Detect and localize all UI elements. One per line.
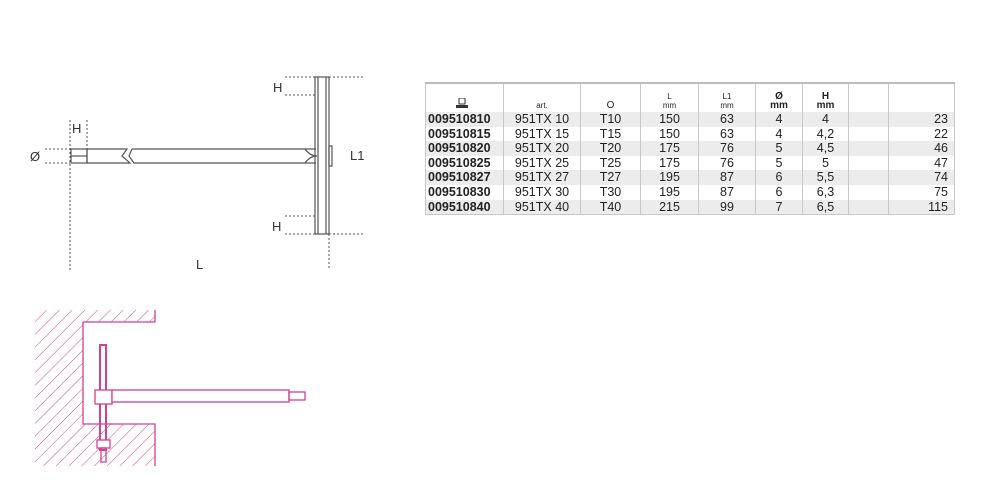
header-art: art.: [503, 83, 581, 112]
cell-H: 6,5: [802, 199, 849, 215]
technical-drawing: [45, 76, 365, 270]
cell-weight: 22: [888, 126, 955, 142]
cell-art: 951TX 10: [503, 112, 581, 127]
cell-tip: T40: [580, 199, 641, 215]
cell-tip: T30: [580, 184, 641, 200]
cell-H: 5: [802, 155, 849, 171]
cell-L1: 63: [698, 112, 756, 127]
cell-weight: 47: [888, 155, 955, 171]
cell-diam: 4: [755, 112, 803, 127]
cell-art: 951TX 27: [503, 170, 581, 185]
cell-L1: 76: [698, 141, 756, 156]
cell-code: 009510825: [425, 155, 504, 171]
header-blank: [848, 83, 889, 112]
cell-diam: 6: [755, 170, 803, 185]
cell-H: 5,5: [802, 170, 849, 185]
cell-weight: 75: [888, 184, 955, 200]
cell-diam: 6: [755, 184, 803, 200]
dim-label-diameter: Ø: [30, 149, 41, 164]
cell-blank: [848, 184, 889, 200]
cell-L1: 63: [698, 126, 756, 142]
dim-label-l1: L1: [350, 148, 365, 163]
cell-code: 009510827: [425, 170, 504, 185]
cell-H: 4,5: [802, 141, 849, 156]
cell-blank: [848, 170, 889, 185]
package-icon: [425, 83, 504, 112]
cell-diam: 7: [755, 199, 803, 215]
header-tip: O: [580, 83, 641, 112]
cell-blank: [848, 155, 889, 171]
cell-blank: [848, 141, 889, 156]
cell-H: 4,2: [802, 126, 849, 142]
cell-weight: 46: [888, 141, 955, 156]
cell-L: 150: [640, 112, 699, 127]
cell-art: 951TX 15: [503, 126, 581, 142]
cell-diam: 5: [755, 155, 803, 171]
cell-H: 4: [802, 112, 849, 127]
cell-tip: T15: [580, 126, 641, 142]
cell-code: 009510815: [425, 126, 504, 142]
cell-code: 009510830: [425, 184, 504, 200]
cell-blank: [848, 112, 889, 127]
cell-weight: 23: [888, 112, 955, 127]
cell-L: 195: [640, 170, 699, 185]
cell-H: 6,3: [802, 184, 849, 200]
cell-diam: 4: [755, 126, 803, 142]
cell-art: 951TX 30: [503, 184, 581, 200]
dim-label-h-bottom: H: [272, 219, 282, 234]
cell-art: 951TX 25: [503, 155, 581, 171]
cell-L: 215: [640, 199, 699, 215]
cell-tip: T25: [580, 155, 641, 171]
cell-weight: 115: [888, 199, 955, 215]
cell-L: 150: [640, 126, 699, 142]
cell-L1: 87: [698, 184, 756, 200]
cell-art: 951TX 40: [503, 199, 581, 215]
cell-tip: T27: [580, 170, 641, 185]
cell-art: 951TX 20: [503, 141, 581, 156]
cell-L1: 76: [698, 155, 756, 171]
cell-blank: [848, 126, 889, 142]
cell-L: 195: [640, 184, 699, 200]
cell-tip: T10: [580, 112, 641, 127]
cell-L1: 87: [698, 170, 756, 185]
cell-L1: 99: [698, 199, 756, 215]
cell-code: 009510840: [425, 199, 504, 215]
dim-label-h-top: H: [273, 80, 283, 95]
cell-code: 009510820: [425, 141, 504, 156]
cell-diam: 5: [755, 141, 803, 156]
usage-illustration: [35, 310, 306, 466]
cell-weight: 74: [888, 170, 955, 185]
cell-L: 175: [640, 155, 699, 171]
dim-label-l: L: [196, 257, 204, 272]
cell-tip: T20: [580, 141, 641, 156]
cell-L: 175: [640, 141, 699, 156]
dim-label-h-tip: H: [72, 121, 82, 136]
cell-code: 009510810: [425, 112, 504, 127]
header-weight: [888, 83, 955, 112]
cell-blank: [848, 199, 889, 215]
